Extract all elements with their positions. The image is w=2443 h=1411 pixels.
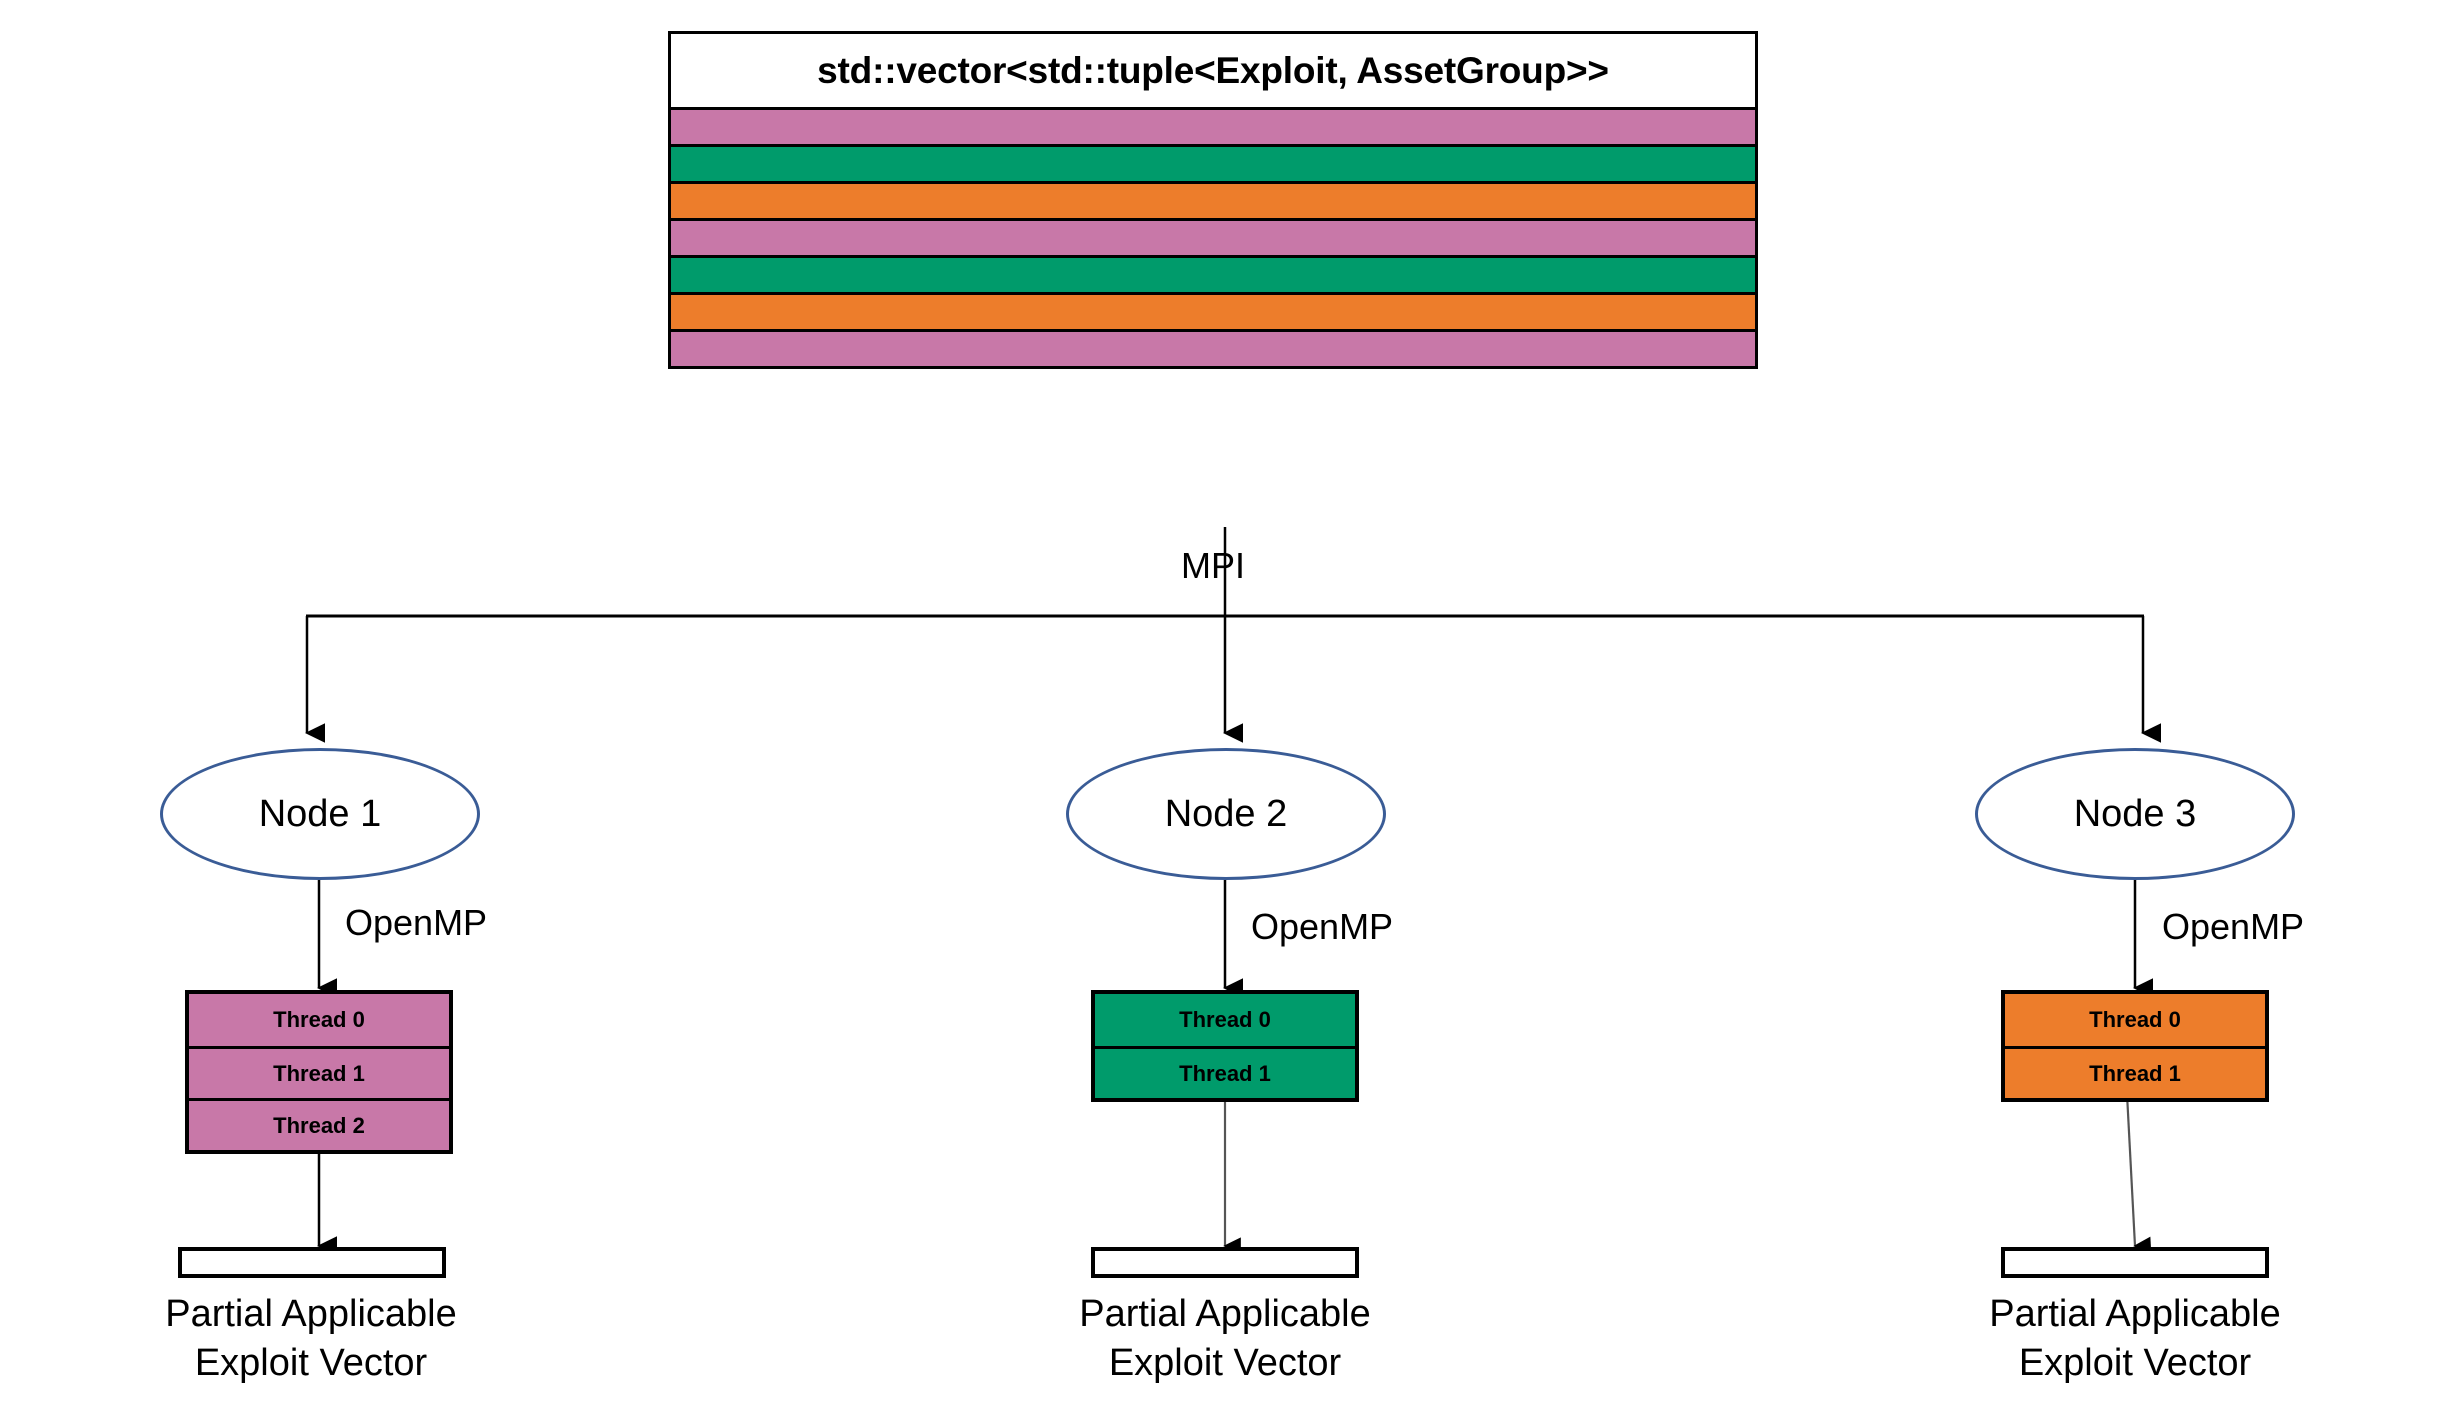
vector-row-list [671, 107, 1755, 366]
thread-row-2-0: Thread 0 [1095, 994, 1355, 1046]
node-ellipse-3[interactable]: Node 3 [1975, 748, 2295, 880]
vector-type-label: std::vector<std::tuple<Exploit, AssetGro… [671, 34, 1755, 107]
thread-row-1-2: Thread 2 [189, 1098, 449, 1150]
node-label-3: Node 3 [2073, 792, 2197, 835]
thread-row-2-1: Thread 1 [1095, 1046, 1355, 1098]
vector-row-6 [671, 329, 1755, 366]
vector-row-0 [671, 107, 1755, 144]
output-caption-3: Partial Applicable Exploit Vector [1925, 1290, 2345, 1388]
openmp-label-1: OpenMP [345, 902, 488, 943]
vector-row-5 [671, 292, 1755, 329]
thread-row-3-1: Thread 1 [2005, 1046, 2265, 1098]
thread-row-1-1: Thread 1 [189, 1046, 449, 1098]
node-ellipse-2[interactable]: Node 2 [1066, 748, 1386, 880]
output-caption-3-line2: Exploit Vector [2018, 1342, 2252, 1384]
output-caption-1: Partial Applicable Exploit Vector [101, 1290, 521, 1388]
output-caption-2-line1: Partial Applicable [1079, 1293, 1371, 1335]
vector-row-1 [671, 144, 1755, 181]
node-label-1: Node 1 [258, 792, 382, 835]
output-caption-2: Partial Applicable Exploit Vector [1015, 1290, 1435, 1388]
mpi-label: MPI [1180, 545, 1245, 586]
openmp-label-3: OpenMP [2162, 906, 2305, 947]
thread-row-3-0: Thread 0 [2005, 994, 2265, 1046]
global-exploit-vector: std::vector<std::tuple<Exploit, AssetGro… [668, 31, 1758, 369]
output-caption-1-line1: Partial Applicable [165, 1293, 457, 1335]
node-ellipse-1[interactable]: Node 1 [160, 748, 480, 880]
vector-row-2 [671, 181, 1755, 218]
vector-row-4 [671, 255, 1755, 292]
thread-row-1-0: Thread 0 [189, 994, 449, 1046]
node-label-2: Node 2 [1164, 792, 1288, 835]
output-box-1 [178, 1247, 446, 1278]
output-box-3 [2001, 1247, 2269, 1278]
output-caption-2-line2: Exploit Vector [1108, 1342, 1342, 1384]
vector-row-3 [671, 218, 1755, 255]
output-caption-3-line1: Partial Applicable [1989, 1293, 2281, 1335]
output-caption-1-line2: Exploit Vector [194, 1342, 428, 1384]
openmp-label-2: OpenMP [1251, 906, 1394, 947]
output-box-2 [1091, 1247, 1359, 1278]
